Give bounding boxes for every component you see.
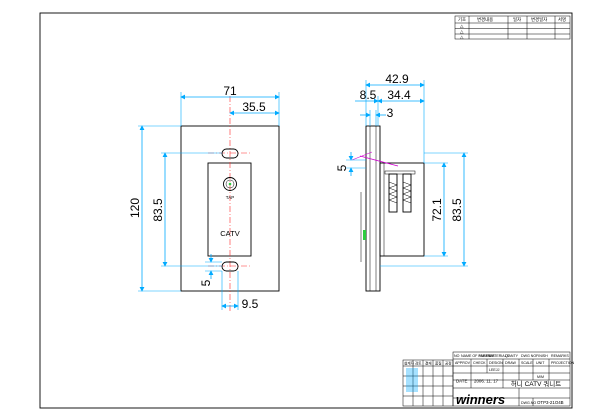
dim-d2: 34.4: [387, 88, 411, 102]
rev-header-0: 기호: [458, 16, 466, 23]
stamp-header-3: 품질: [435, 361, 442, 366]
dim-offset: 9.5: [242, 297, 259, 311]
f-connector-icon: [384, 170, 416, 213]
dim-depth: 42.9: [385, 72, 409, 86]
side-plate: [365, 125, 381, 292]
dim-hole-pitch: 83.5: [151, 198, 165, 222]
role-projection: PROJECTION: [551, 361, 575, 365]
front-module-window: [207, 162, 252, 257]
tap-label: TAP: [226, 195, 234, 200]
stamp-header-2: 결재: [425, 361, 432, 366]
side-green-marker: [363, 230, 366, 240]
hdr-finish: FINISH: [536, 354, 548, 358]
company-logo: winners: [456, 392, 505, 407]
revision-table: 기호 변경내용 일자 변경일자 서명 △ △ △: [454, 15, 571, 40]
rev-header-2: 일자: [513, 16, 521, 23]
side-view: 42.9 8.5 34.4 3 5 72.1 83.5: [335, 72, 468, 292]
rev-row-0: △: [460, 24, 464, 29]
dim-side-slot: 5: [335, 164, 349, 171]
drawing-title: 허니 CATV 쿼니트: [511, 379, 561, 388]
role-check: CHECK: [473, 361, 486, 365]
top-screw-slot: [221, 148, 239, 159]
hdr-number: NUMBER: [479, 354, 495, 358]
role-scale: SCALE: [521, 361, 533, 365]
dim-height: 120: [128, 198, 142, 218]
role-unit: UNIT: [536, 361, 545, 365]
coax-connector-icon: [223, 177, 237, 191]
hdr-no: NO: [454, 354, 460, 358]
role-draw: DRAW: [505, 361, 516, 365]
stamp-mark: [406, 368, 418, 392]
bottom-screw-slot: [221, 261, 239, 272]
unit-value: M/M: [537, 375, 544, 379]
role-design: DESIGN: [489, 361, 503, 365]
rev-header-3: 변경일자: [531, 16, 547, 23]
designer-name: LEEJJ: [489, 368, 500, 372]
rev-header-4: 서명: [558, 16, 566, 23]
stamp-header-4: 공정: [445, 361, 452, 366]
role-approv: APPROV: [455, 361, 471, 365]
dim-side-hole-pitch: 83.5: [450, 198, 464, 222]
front-view: TAP CATV 71 35.5 120 83.5 5 9.5: [128, 84, 280, 312]
hdr-name-of-parts: NAME OF PARTS: [461, 354, 491, 358]
catv-label: CATV: [220, 229, 239, 238]
dim-width: 71: [223, 84, 237, 98]
stamp-header-1: 검토: [415, 361, 422, 366]
date-value: 2006. 11. 17: [474, 379, 499, 384]
hdr-dwg-no: DWG NO: [521, 354, 536, 358]
title-block: 설계자 검토 결재 품질 공정 NO NAME OF PARTS NUMBER …: [402, 351, 575, 407]
rev-row-1: △: [460, 29, 464, 34]
dwg-no-value: OTP3-21O4B: [537, 400, 564, 405]
rev-row-2: △: [460, 35, 464, 40]
dim-half-width: 35.5: [242, 100, 266, 114]
hdr-remarks: REMARKS: [551, 354, 569, 358]
dwg-no-label: DWG.NO: [521, 401, 536, 405]
dim-d1: 8.5: [360, 88, 377, 102]
stamp-header-0: 설계자: [404, 361, 415, 366]
hdr-materials: MATERIALS: [489, 354, 510, 358]
hdr-qanty: Q'ANTY: [505, 354, 519, 358]
side-module-body: [379, 162, 425, 257]
dim-slot: 5: [199, 279, 213, 286]
dim-d3: 3: [387, 106, 394, 120]
date-label: DATE: [456, 379, 467, 384]
dim-inner-height: 72.1: [430, 198, 444, 222]
sheet-border: [39, 12, 573, 409]
rev-header-1: 변경내용: [477, 16, 493, 23]
